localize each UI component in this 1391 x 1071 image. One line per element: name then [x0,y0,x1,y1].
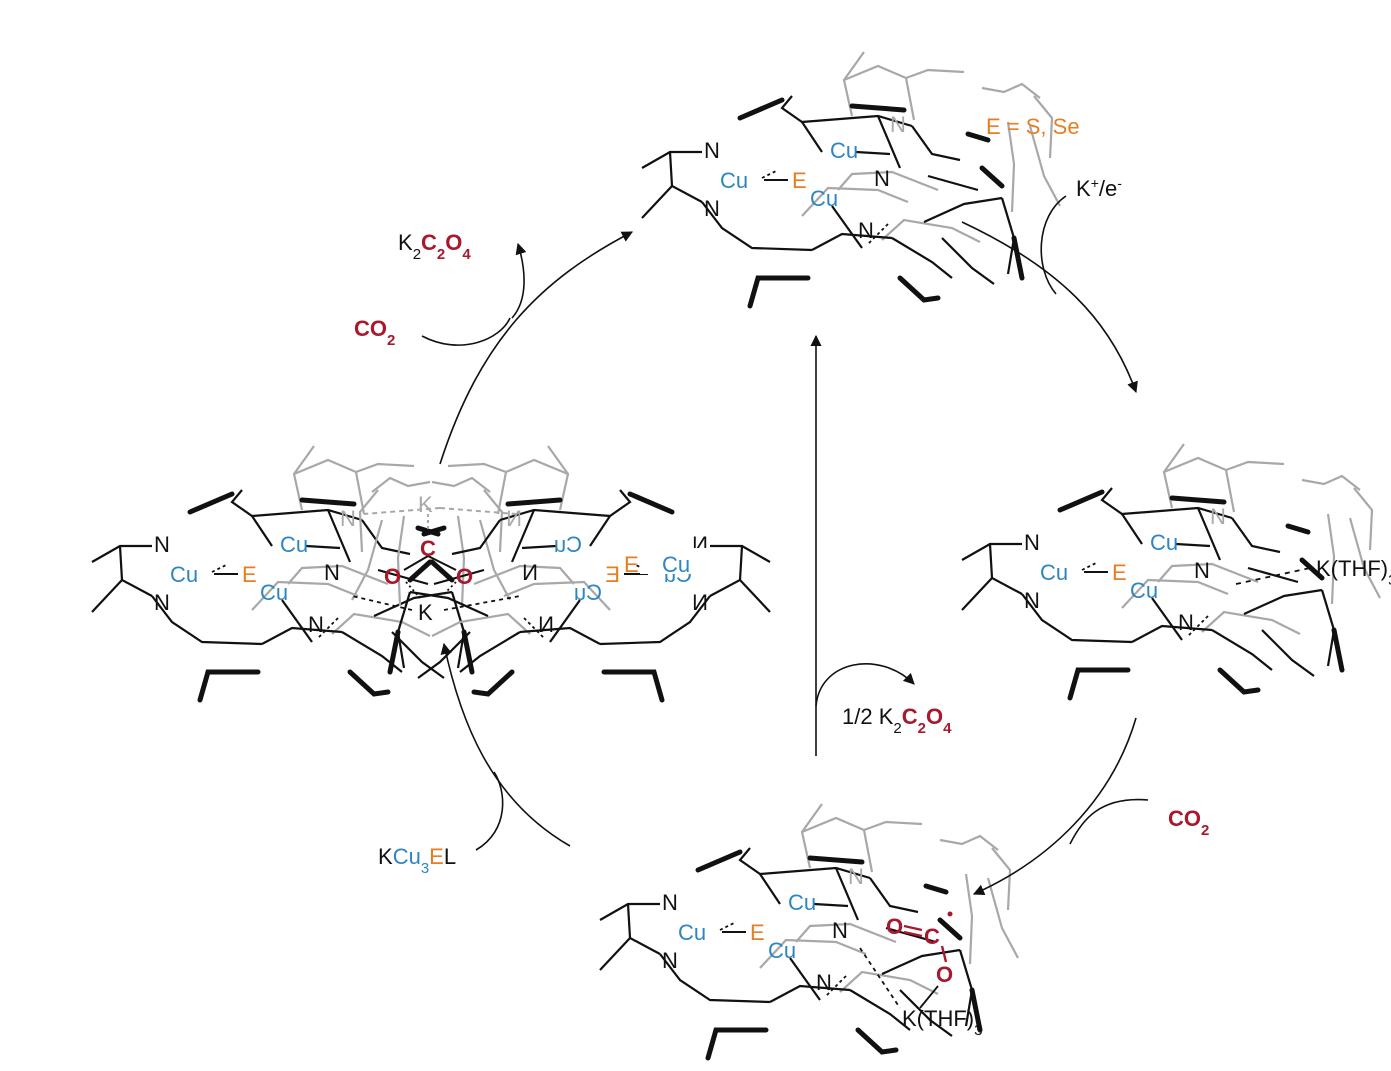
legend-definition: E = S, Se [986,114,1080,139]
kthf-label-bottom: K(THF)3 [902,1006,982,1039]
svg-text:O: O [936,962,953,987]
oxalate-bridge: K C O O K [351,492,521,625]
arrow-co2-in-left [421,317,511,346]
reagent-label-left: KCu3EL [378,844,456,877]
arrow-co2-in-right [1069,798,1149,845]
co2-label-left: CO2 [354,316,395,349]
molecule-top [642,52,1060,306]
arrow-dimer-to-top [439,231,633,465]
arrow-oxalate-out-left [511,242,527,319]
oxalate-label-center: 1/2 K2C2O4 [842,704,952,737]
oxalate-label-top-left: K2C2O4 [398,230,471,263]
arrow-reduction-hook [1040,195,1067,295]
arrow-right-to-bottom [972,717,1137,895]
svg-text:K: K [418,492,433,517]
reduction-label: K+/e- [1076,175,1122,201]
svg-text:Cu: Cu [662,552,690,577]
cycle-arrows [421,195,1149,895]
svg-text:E: E [624,552,639,577]
kthf-label-right: K(THF)3 [1316,556,1391,589]
arrow-bottom-to-dimer [440,642,571,847]
co2-radical-anion: O C O [859,911,953,1009]
svg-text:C: C [924,924,940,949]
arrow-top-to-right [961,221,1138,394]
svg-text:K: K [418,600,433,625]
arrow-oxalate-out-center [815,663,915,707]
k-dative-bond-right [1235,567,1311,585]
arrow-reagent-in-left [475,771,504,851]
co2-label-right: CO2 [1168,806,1209,839]
svg-text:O: O [384,564,401,589]
dimer-b-atoms: E Cu [624,548,712,577]
svg-text:C: C [420,536,436,561]
svg-text:O: O [456,564,473,589]
svg-text:O: O [886,914,903,939]
